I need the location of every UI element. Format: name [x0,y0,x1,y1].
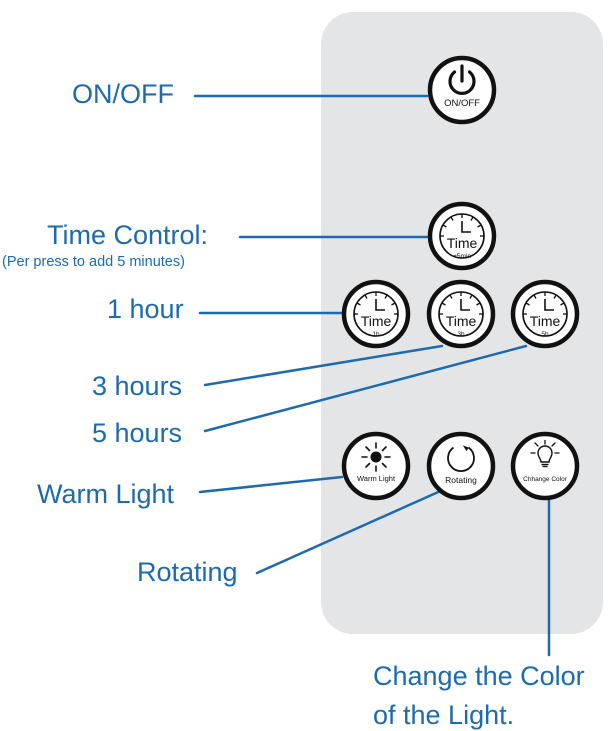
rotating-label: Rotating [137,557,238,587]
time-1h-label: Time [361,313,392,329]
on-off-label: ON/OFF [72,79,174,109]
time-add-5min-label: Time [447,235,478,251]
time-3h-button[interactable]: Time 3h [426,279,496,349]
warm-light-label: Warm Light [37,479,175,509]
change-color-label-line2: of the Light. [373,700,515,730]
bulb-icon [530,439,560,468]
time-control-note: (Per press to add 5 minutes) [2,254,185,270]
warm-light-leader-line [198,475,344,494]
time-5h-label: Time [530,313,561,329]
warm-light-button-label: Warm Light [357,474,396,483]
clock-icon [438,291,484,337]
rotating-leader-line [255,487,447,575]
rotating-button-label: Rotating [445,475,477,485]
time-5h-sub: 5h [541,331,549,338]
change-color-label-line1: Change the Color [373,661,585,691]
sun-icon [361,442,391,472]
time-add-5min-button[interactable]: Time +5min [427,201,497,271]
time-control-label: Time Control: [47,220,209,250]
change-color-button-label: Chhange Color [523,476,568,483]
one-hour-label: 1 hour [107,294,184,324]
clock-icon [439,213,485,259]
clock-icon [353,291,399,337]
time-1h-sub: 1h [372,331,380,338]
five-hours-leader-line [203,344,528,433]
power-icon [448,64,476,95]
time-3h-sub: 3h [457,331,465,338]
power-button[interactable]: ON/OFF [427,55,497,125]
time-1h-button[interactable]: Time 1h [341,279,411,349]
three-hours-leader-line [203,344,444,387]
five-hours-label: 5 hours [92,418,183,448]
change-color-button[interactable]: Chhange Color [510,431,580,501]
time-add-5min-sub: +5min [453,253,471,260]
time-3h-label: Time [446,313,477,329]
rotate-icon [447,445,475,473]
time-5h-button[interactable]: Time 5h [510,279,580,349]
warm-light-button[interactable]: Warm Light [341,431,411,501]
three-hours-label: 3 hours [92,371,183,401]
clock-icon [522,291,568,337]
power-button-label: ON/OFF [444,98,480,109]
rotating-button[interactable]: Rotating [426,431,496,501]
